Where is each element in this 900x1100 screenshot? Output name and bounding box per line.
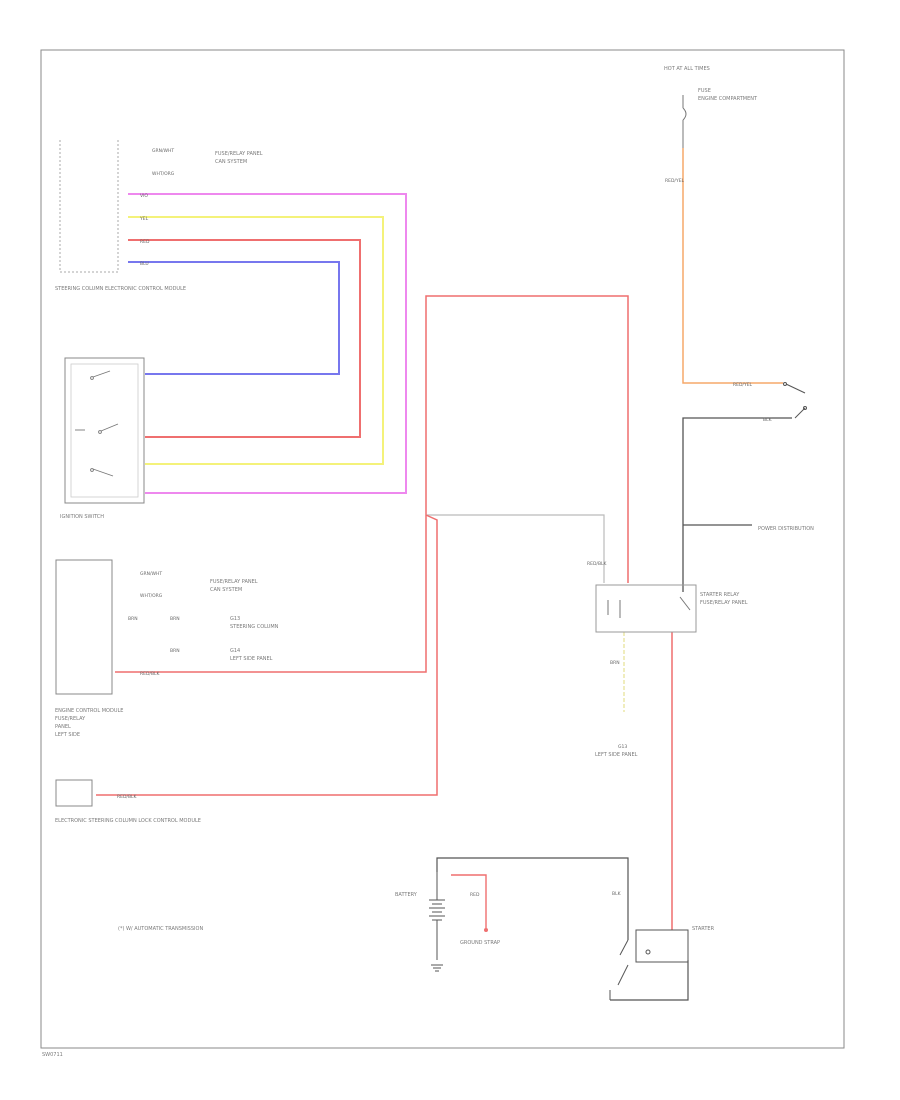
orange-wire-label-2: RED/YEL — [733, 382, 753, 388]
steering-module-pins: GRN/WHT WHT/ORG VIO YEL RED BLU FUSE/REL… — [139, 148, 263, 267]
wire-yellow — [128, 216, 384, 465]
ignition-switch-label: IGNITION SWITCH — [60, 514, 104, 520]
svg-text:G13: G13 — [618, 744, 627, 750]
svg-text:GROUND STRAP: GROUND STRAP — [460, 940, 500, 946]
svg-text:RED/BLK: RED/BLK — [140, 671, 161, 677]
steering-lock-module-label: ELECTRONIC STEERING COLUMN LOCK CONTROL … — [55, 818, 201, 824]
steering-column-module-label: STEERING COLUMN ELECTRONIC CONTROL MODUL… — [55, 286, 186, 292]
diagram-footer-code: SW0711 — [42, 1052, 63, 1058]
svg-text:G14: G14 — [230, 648, 240, 654]
svg-text:CAN SYSTEM: CAN SYSTEM — [210, 587, 242, 593]
svg-text:WHT/ORG: WHT/ORG — [140, 593, 163, 599]
wire-red-loop — [425, 295, 629, 583]
top-fuse-labels: HOT AT ALL TIMES FUSE ENGINE COMPARTMENT — [664, 66, 758, 102]
svg-text:BRN: BRN — [128, 616, 138, 622]
engine-module-pins: GRN/WHT WHT/ORG BRN BRN BRN RED/BLK FUSE… — [128, 571, 279, 677]
battery-labels: BATTERY RED GROUND STRAP — [395, 892, 500, 946]
svg-text:G13: G13 — [230, 616, 240, 622]
svg-text:ENGINE CONTROL MODULE: ENGINE CONTROL MODULE — [55, 708, 123, 714]
wire-gray-branch — [426, 514, 605, 583]
engine-module-labels: ENGINE CONTROL MODULE FUSE/RELAY PANEL L… — [55, 708, 123, 738]
svg-text:LEFT SIDE: LEFT SIDE — [55, 732, 80, 738]
svg-text:BRN: BRN — [610, 660, 620, 666]
starter-labels: STARTER BLK — [612, 891, 715, 932]
ground-labels: BRN G13 LEFT SIDE PANEL — [595, 660, 638, 758]
svg-text:VIO: VIO — [140, 193, 148, 199]
steering-column-module-box — [59, 140, 119, 273]
fuse-symbol — [682, 95, 687, 148]
svg-text:BLK: BLK — [763, 417, 773, 423]
starter-relay-labels: STARTER RELAY FUSE/RELAY PANEL BLK RED/B… — [587, 417, 773, 606]
svg-text:GRN/WHT: GRN/WHT — [140, 571, 162, 577]
wire-black-switch — [682, 417, 792, 592]
power-distribution-label: POWER DISTRIBUTION — [758, 526, 814, 532]
svg-text:WHT/ORG: WHT/ORG — [152, 171, 175, 177]
svg-text:STEERING COLUMN: STEERING COLUMN — [230, 624, 279, 630]
steering-lock-module-box — [55, 779, 93, 807]
svg-text:FUSE/RELAY: FUSE/RELAY — [55, 716, 86, 722]
svg-text:LEFT SIDE PANEL: LEFT SIDE PANEL — [230, 656, 273, 662]
footnote: (*) W/ AUTOMATIC TRANSMISSION — [118, 926, 203, 932]
svg-text:YEL: YEL — [139, 216, 149, 222]
wire-red-engine — [115, 515, 427, 673]
svg-text:BATTERY: BATTERY — [395, 892, 418, 898]
svg-text:BLU: BLU — [140, 261, 149, 267]
wire-blue — [128, 261, 340, 375]
wire-pink — [128, 193, 407, 494]
ground-strap-point — [484, 928, 488, 932]
svg-text:LEFT SIDE PANEL: LEFT SIDE PANEL — [595, 752, 638, 758]
battery-symbol — [429, 872, 445, 972]
engine-module-box — [55, 559, 113, 695]
starter-symbol — [609, 929, 689, 1000]
svg-text:STARTER RELAY: STARTER RELAY — [700, 592, 740, 598]
orange-wire-label: RED/YEL — [665, 178, 685, 184]
starter-relay-box — [595, 584, 697, 633]
svg-text:RED/BLK: RED/BLK — [587, 561, 608, 567]
ignition-switch-contact — [783, 382, 807, 419]
wire-black-starter — [610, 960, 689, 1001]
svg-text:RED: RED — [470, 892, 480, 898]
svg-text:BLK: BLK — [612, 891, 622, 897]
wire-red — [128, 239, 361, 438]
svg-text:BRN: BRN — [170, 616, 180, 622]
svg-text:BRN: BRN — [170, 648, 180, 654]
fuse-label: FUSE — [698, 88, 711, 94]
svg-text:GRN/WHT: GRN/WHT — [152, 148, 174, 154]
wire-orange — [682, 148, 783, 384]
wire-red-lock — [96, 514, 438, 796]
svg-text:PANEL: PANEL — [55, 724, 71, 730]
svg-text:FUSE/RELAY PANEL: FUSE/RELAY PANEL — [215, 151, 263, 157]
fuse-hot-label: HOT AT ALL TIMES — [664, 66, 710, 72]
lock-wire-label: RED/BLK — [117, 794, 138, 800]
wire-black-battery — [436, 857, 629, 940]
svg-text:CAN SYSTEM: CAN SYSTEM — [215, 159, 247, 165]
svg-text:RED: RED — [140, 239, 150, 245]
svg-text:STARTER: STARTER — [692, 926, 715, 932]
ignition-switch-box — [64, 357, 145, 504]
fuse-name-label: ENGINE COMPARTMENT — [698, 96, 758, 102]
wire-red-battery — [451, 874, 487, 928]
svg-text:FUSE/RELAY PANEL: FUSE/RELAY PANEL — [210, 579, 258, 585]
svg-text:FUSE/RELAY PANEL: FUSE/RELAY PANEL — [700, 600, 748, 606]
diagram-frame — [40, 49, 845, 1049]
